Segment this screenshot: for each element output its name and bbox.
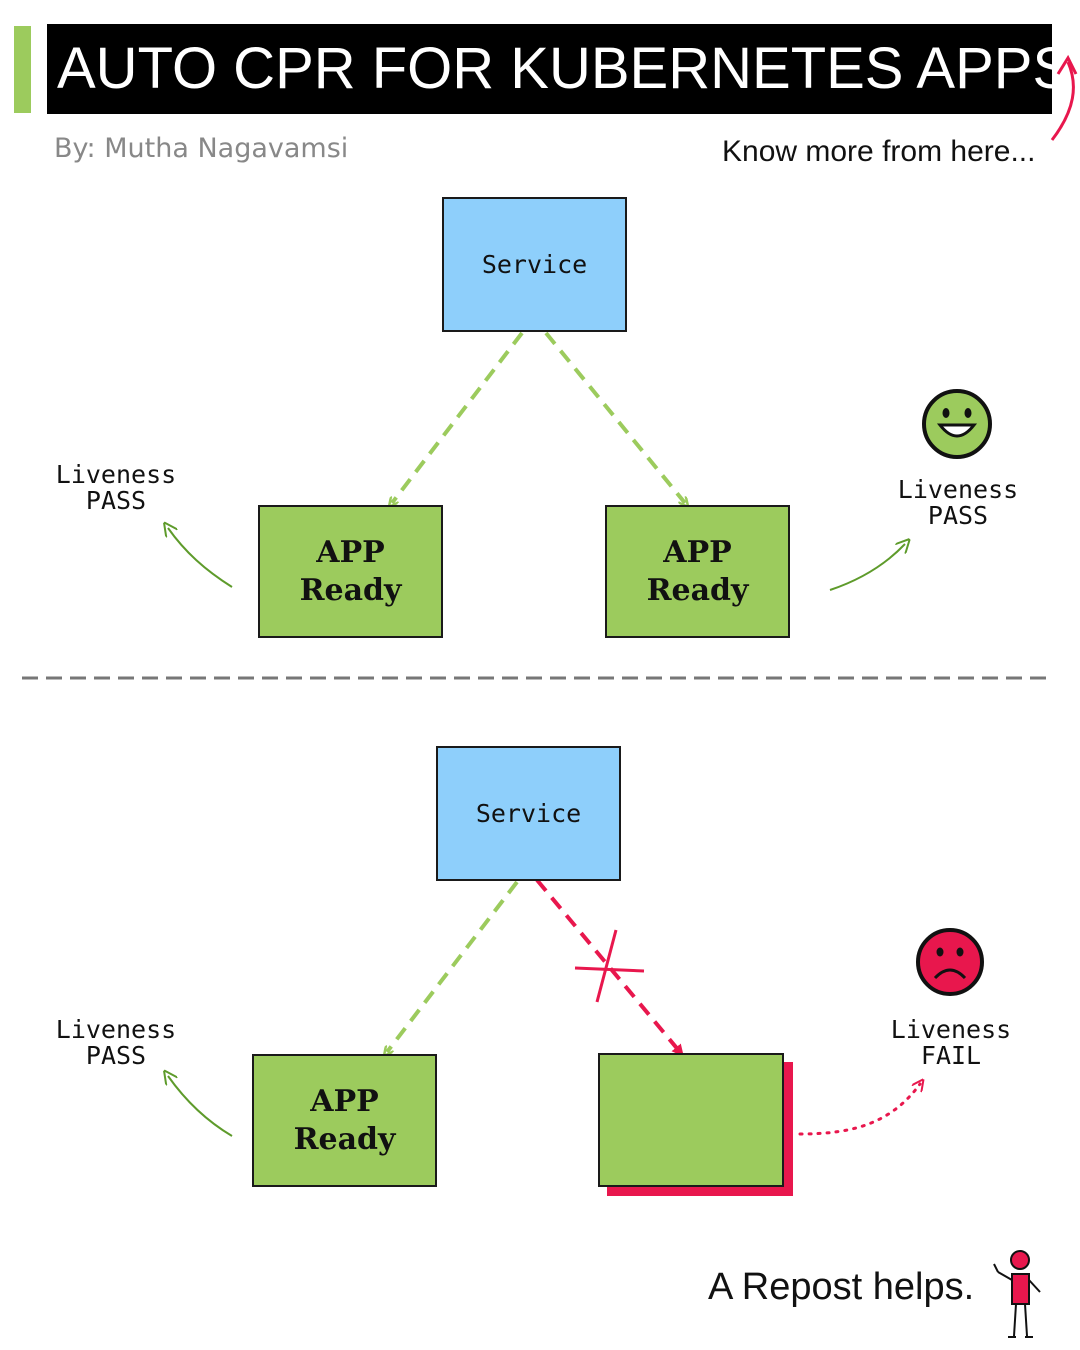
- left-probe-label-2: Liveness: [55, 1015, 177, 1044]
- page-title: AUTO CPR FOR KUBERNETES APPS: [47, 24, 1052, 114]
- know-more-link[interactable]: Know more from here...: [722, 135, 1036, 168]
- failed-probe-label: Liveness: [890, 1015, 1012, 1044]
- left-probe-arrow-2: [168, 1076, 233, 1137]
- left-app-box-2: APP Ready: [252, 1054, 437, 1187]
- right-probe-arrow: [829, 544, 905, 591]
- author-byline: By: Mutha Nagavamsi: [54, 133, 349, 164]
- failed-probe-arrow: [798, 1084, 920, 1136]
- left-liveness-probe-2: Liveness PASS: [41, 1017, 191, 1069]
- right-liveness-probe: Liveness PASS: [883, 477, 1033, 529]
- service-to-failed-app-arrow: [535, 878, 684, 1057]
- right-app-title: APP: [663, 534, 732, 570]
- left-app-title-2: APP: [310, 1083, 379, 1119]
- left-probe-arrow: [168, 528, 233, 588]
- happy-face-icon: [922, 389, 992, 459]
- left-probe-status: PASS: [85, 486, 147, 515]
- service-to-right-app-arrow: [544, 331, 685, 503]
- failed-liveness-probe: Liveness FAIL: [876, 1017, 1026, 1069]
- title-accent-bar: [14, 26, 31, 113]
- service-box-2: Service: [436, 746, 621, 881]
- failed-probe-status: FAIL: [920, 1041, 982, 1070]
- right-probe-label: Liveness: [897, 475, 1019, 504]
- right-probe-status: PASS: [927, 501, 989, 530]
- service-label: Service: [481, 250, 588, 279]
- service-box: Service: [442, 197, 627, 332]
- know-more-arrow: [1050, 61, 1075, 141]
- left-app-status: Ready: [299, 572, 402, 608]
- right-app-status: Ready: [646, 572, 749, 608]
- service-to-left-app-arrow-2: [387, 880, 519, 1052]
- left-probe-label: Liveness: [55, 460, 177, 489]
- left-liveness-probe: Liveness PASS: [41, 462, 191, 514]
- right-app-box: APP Ready: [605, 505, 790, 638]
- blocked-cross-icon: [574, 929, 645, 1003]
- sad-face-icon: [916, 928, 984, 996]
- left-app-status-2: Ready: [293, 1121, 396, 1157]
- left-app-title: APP: [316, 534, 385, 570]
- service-to-left-app-arrow: [392, 331, 524, 503]
- left-probe-status-2: PASS: [85, 1041, 147, 1070]
- repost-call-to-action: A Repost helps.: [708, 1266, 975, 1308]
- service-label-2: Service: [475, 799, 582, 828]
- know-more-arrowhead: [1056, 54, 1078, 75]
- failed-app-box: [598, 1053, 784, 1187]
- repost-figure-icon: [993, 1250, 1041, 1338]
- left-app-box: APP Ready: [258, 505, 443, 638]
